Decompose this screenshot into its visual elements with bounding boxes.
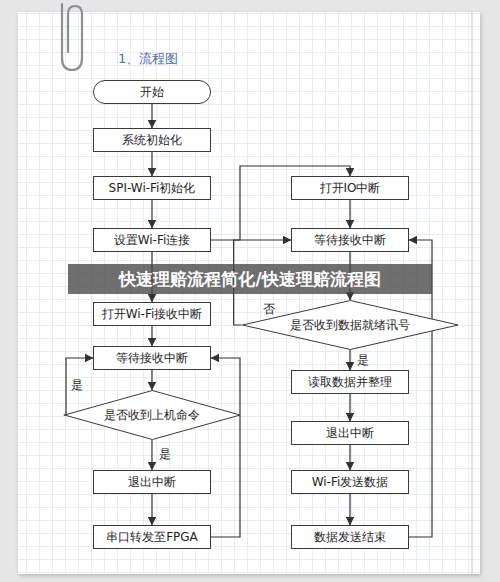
node-text: Wi-Fi发送数据	[312, 475, 389, 489]
page-fold	[472, 12, 473, 574]
decision-diamond: 是否收到上机命令	[64, 390, 241, 440]
process-box: 数据发送结束	[291, 525, 409, 549]
flow-arrow	[151, 370, 152, 390]
diagram-title: 1、流程图	[118, 50, 178, 68]
flow-arrow	[64, 358, 93, 415]
process-box: 系统初始化	[93, 128, 211, 152]
node-text: 系统初始化	[122, 133, 182, 147]
process-box: 退出中断	[93, 470, 211, 494]
edge-label: 是	[70, 378, 84, 392]
watermark: 快速理赔流程简化/快速理赔流程图	[68, 264, 432, 294]
node-text: SPI-Wi-Fi初始化	[109, 181, 196, 195]
node-text: 是否收到数据就绪讯号	[290, 318, 410, 332]
flow-arrow	[151, 104, 152, 128]
process-box: 读取数据并整理	[291, 370, 409, 394]
node-text: 退出中断	[128, 475, 176, 489]
process-box: 等待接收中断	[93, 346, 211, 370]
edge-label: 否	[262, 302, 276, 316]
flow-arrow	[349, 350, 350, 370]
flow-arrow	[211, 358, 240, 537]
edge-label: 是	[356, 353, 370, 367]
process-box: SPI-Wi-Fi初始化	[93, 176, 211, 200]
node-text: 读取数据并整理	[308, 375, 392, 389]
node-text: 开始	[140, 85, 164, 99]
node-text: 退出中断	[326, 426, 374, 440]
flow-arrow	[349, 445, 350, 470]
node-text: 串口转发至FPGA	[106, 530, 198, 544]
node-text: 是否收到上机命令	[104, 408, 200, 422]
process-box: 打开IO中断	[291, 176, 409, 200]
process-box: 退出中断	[291, 421, 409, 445]
flow-arrow	[151, 494, 152, 525]
process-box: 设置Wi-Fi连接	[93, 228, 211, 252]
start-terminal: 开始	[93, 80, 211, 104]
node-text: 数据发送结束	[314, 530, 386, 544]
flow-arrow	[151, 200, 152, 228]
node-text: 打开IO中断	[320, 181, 381, 195]
node-text: 设置Wi-Fi连接	[114, 233, 191, 247]
diamond-shape	[242, 301, 458, 350]
grid-lines	[18, 12, 480, 574]
flow-arrow	[151, 152, 152, 176]
diamond-shape	[64, 391, 240, 440]
process-box: 打开Wi-Fi接收中断	[93, 302, 212, 326]
node-text: 等待接收中断	[314, 233, 386, 247]
node-text: 等待接收中断	[116, 351, 188, 365]
process-box: Wi-Fi发送数据	[291, 470, 409, 494]
flow-arrow	[151, 440, 152, 470]
process-box: 串口转发至FPGA	[93, 525, 211, 549]
flow-arrow	[349, 200, 350, 228]
paperclip	[62, 4, 82, 70]
flow-arrow	[349, 394, 350, 421]
flow-arrow	[349, 494, 350, 525]
flow-arrow	[151, 326, 152, 346]
process-box: 等待接收中断	[291, 228, 409, 252]
node-text: 打开Wi-Fi接收中断	[102, 307, 203, 321]
edge-label: 是	[158, 447, 172, 461]
paper-sheet	[18, 12, 480, 574]
